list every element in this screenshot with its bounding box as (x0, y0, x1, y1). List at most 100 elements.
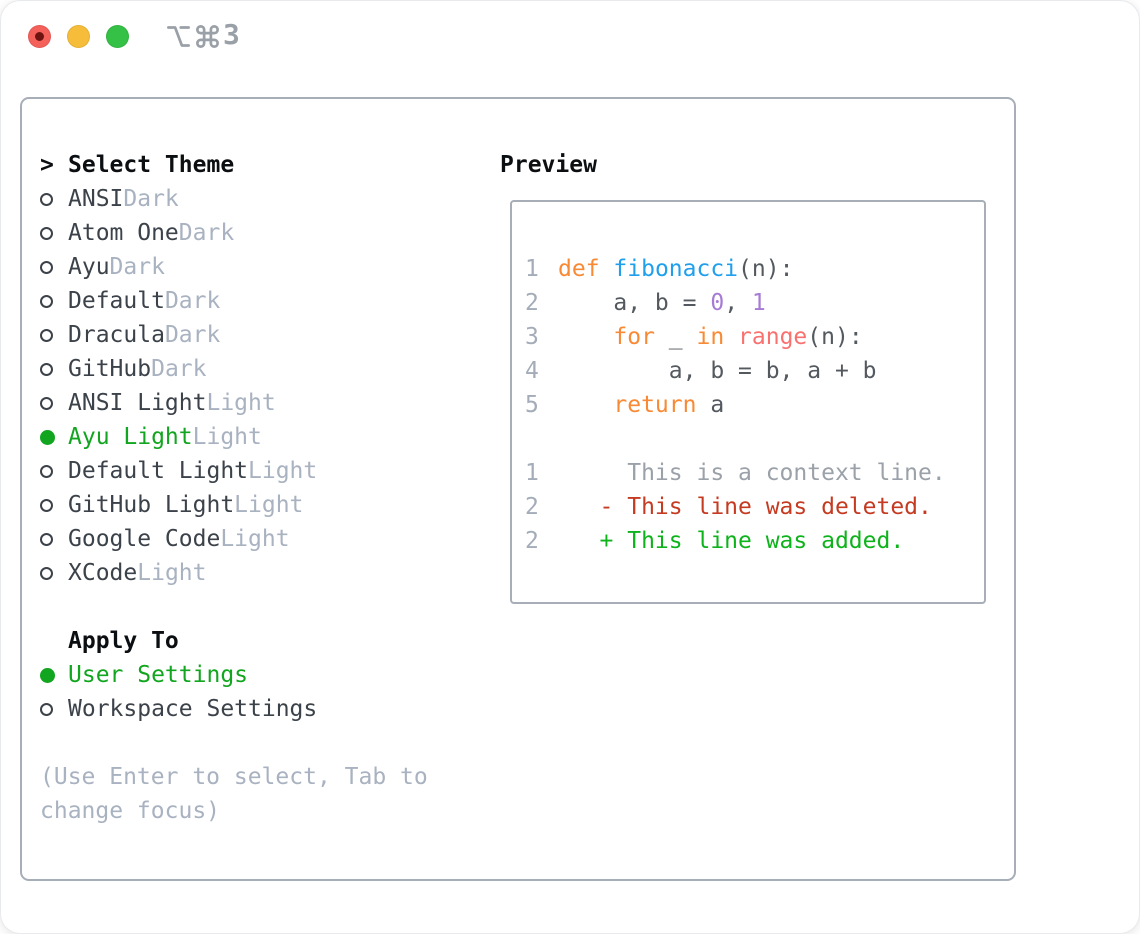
spacer (40, 726, 502, 760)
circle-glyph (40, 192, 53, 206)
theme-option-xcode[interactable]: XCode Light (40, 556, 502, 590)
theme-variant-label: Dark (151, 356, 207, 382)
theme-variant-label: Dark (109, 254, 165, 280)
code-line: 1 This is a context line. (525, 456, 984, 490)
line-number: 4 (525, 358, 539, 384)
circle-glyph (40, 362, 53, 376)
code-line: 2 + This line was added. (525, 524, 984, 558)
circle-glyph (40, 328, 53, 342)
radio-icon (40, 362, 68, 376)
apply-option-workspace-settings[interactable]: Workspace Settings (40, 692, 502, 726)
code-segment-plain: a, b = b, a + b (558, 358, 877, 384)
theme-option-dracula[interactable]: Dracula Dark (40, 318, 502, 352)
theme-option-ansi[interactable]: ANSI Dark (40, 182, 502, 216)
theme-name: Ayu (68, 254, 110, 280)
theme-option-ayu[interactable]: Ayu Dark (40, 250, 502, 284)
theme-option-github-light[interactable]: GitHub Light Light (40, 488, 502, 522)
line-number: 2 (525, 528, 539, 554)
code-segment-keyword: in (696, 324, 725, 350)
circle-glyph (40, 702, 53, 716)
theme-name: GitHub Light (68, 492, 235, 518)
code-segment-deleted: - This line was deleted. (558, 494, 932, 520)
line-number: 5 (525, 392, 539, 418)
theme-variant-label: Light (220, 526, 290, 552)
radio-icon (40, 566, 68, 580)
code-segment-plain: _ (654, 324, 697, 350)
code-segment-builtin: range (738, 324, 808, 350)
code-segment-keyword: return (613, 392, 697, 418)
theme-variant-label: Light (248, 458, 318, 484)
code-line: 2 a, b = 0, 1 (525, 286, 984, 320)
circle-glyph (40, 464, 53, 478)
circle-glyph (40, 396, 53, 410)
theme-variant-label: Dark (178, 220, 235, 246)
theme-option-default-light[interactable]: Default Light Light (40, 454, 502, 488)
title-bar: 3 (0, 0, 1140, 72)
theme-name: Google Code (68, 526, 221, 552)
code-line (525, 422, 984, 456)
apply-option-label: Workspace Settings (68, 696, 318, 722)
code-segment-function: fibonacci (613, 256, 739, 282)
code-segment-keyword: for (613, 324, 655, 350)
line-number: 3 (525, 324, 539, 350)
selected-radio-icon (40, 667, 68, 683)
theme-name: GitHub (68, 356, 152, 382)
preview-label: Preview (500, 152, 597, 178)
apply-option-user-settings[interactable]: User Settings (40, 658, 502, 692)
radio-icon (40, 328, 68, 342)
spacer (40, 590, 502, 624)
theme-option-github[interactable]: GitHub Dark (40, 352, 502, 386)
radio-icon (40, 226, 68, 240)
theme-variant-label: Light (192, 424, 262, 450)
theme-variant-label: Light (234, 492, 304, 518)
code-line: 2 - This line was deleted. (525, 490, 984, 524)
window-title-number: 3 (223, 18, 240, 51)
code-segment-plain (558, 392, 613, 418)
theme-option-atom-one[interactable]: Atom One Dark (40, 216, 502, 250)
keyboard-hint: (Use Enter to select, Tab to change focu… (40, 764, 428, 824)
radio-icon (40, 396, 68, 410)
theme-option-ansi-light[interactable]: ANSI Light Light (40, 386, 502, 420)
circle-glyph (40, 294, 53, 308)
theme-option-ayu-light[interactable]: Ayu Light Light (40, 420, 502, 454)
theme-name: Ayu Light (68, 424, 193, 450)
selected-radio-icon (40, 429, 68, 445)
line-number: 1 (525, 256, 539, 282)
radio-icon (40, 192, 68, 206)
zoom-button[interactable] (106, 24, 129, 48)
code-line: 4 a, b = b, a + b (525, 354, 984, 388)
code-text: for _ in range(n): (558, 324, 862, 350)
code-segment-constant: 0 (710, 290, 725, 316)
code-line: 3 for _ in range(n): (525, 320, 984, 354)
window-controls (28, 24, 129, 48)
code-text: a, b = 0, 1 (558, 290, 766, 316)
focus-chevron-icon: > (40, 152, 54, 178)
line-number: 2 (525, 290, 539, 316)
radio-icon (40, 702, 68, 716)
code-segment-constant: 1 (751, 290, 766, 316)
code-segment-added: + This line was added. (558, 528, 905, 554)
theme-option-default[interactable]: Default Dark (40, 284, 502, 318)
close-button[interactable] (28, 24, 51, 48)
theme-variant-label: Dark (164, 288, 221, 314)
select-theme-label: Select Theme (68, 152, 235, 178)
theme-variant-label: Light (206, 390, 276, 416)
circle-glyph (40, 532, 53, 546)
circle-glyph (40, 566, 53, 580)
code-segment-plain: , (724, 290, 752, 316)
code-text: - This line was deleted. (558, 494, 932, 520)
theme-name: Default (68, 288, 165, 314)
code-segment-plain: a, b = (558, 290, 711, 316)
theme-variant-label: Dark (123, 186, 179, 212)
theme-name: Dracula (68, 322, 165, 348)
line-number: 1 (525, 460, 539, 486)
theme-option-google-code[interactable]: Google Code Light (40, 522, 502, 556)
minimize-button[interactable] (67, 24, 90, 48)
